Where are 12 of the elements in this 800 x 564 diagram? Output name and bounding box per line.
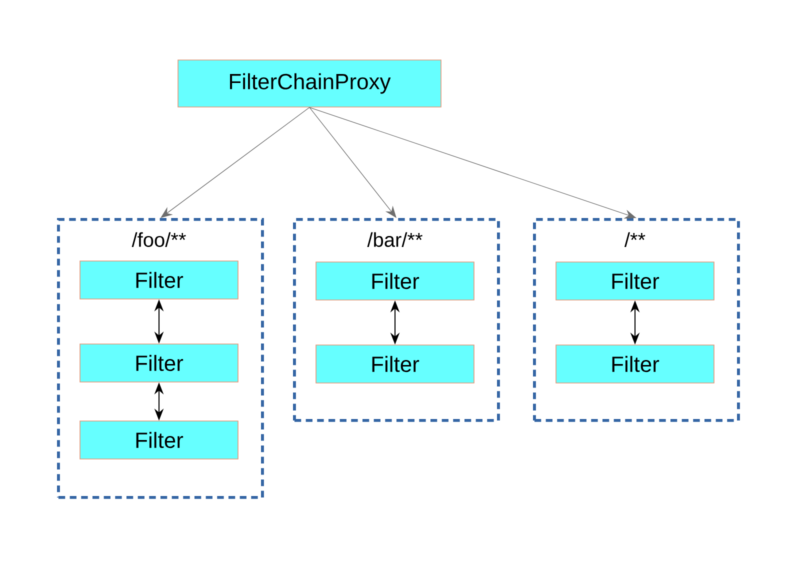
filter-box: Filter xyxy=(556,262,714,300)
group-heading: /foo/** xyxy=(132,232,186,247)
filter-box: Filter xyxy=(80,260,238,300)
filter-box: Filter xyxy=(556,344,714,384)
arrow xyxy=(309,107,396,218)
filter-box: Filter xyxy=(80,420,238,460)
group-heading: /bar/** xyxy=(367,232,422,247)
group-heading: /** xyxy=(624,232,646,247)
filter-box: Filter xyxy=(316,262,474,300)
filter-box: Filter xyxy=(316,344,474,384)
filter-box: Filter xyxy=(80,344,238,382)
proxy-box: FilterChainProxy xyxy=(178,60,442,108)
